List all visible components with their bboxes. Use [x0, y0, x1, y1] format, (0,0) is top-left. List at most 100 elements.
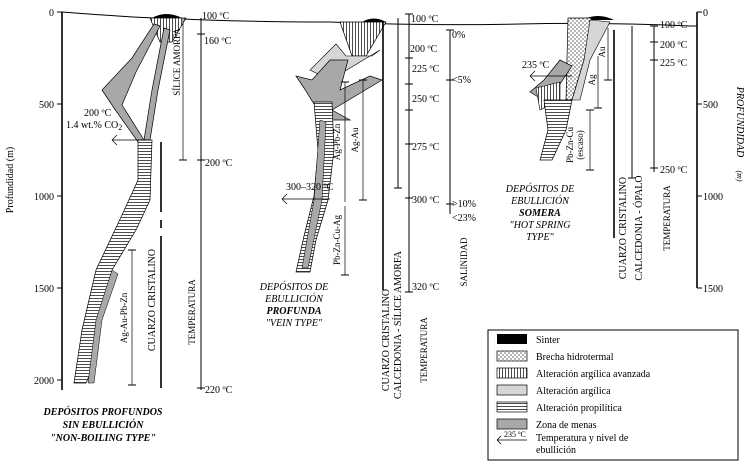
section-a-title: DEPÓSITOS PROFUNDOS SIN EBULLICIÓN "NON-…	[42, 406, 162, 444]
svg-text:Sinter: Sinter	[536, 335, 561, 346]
section-c-temp-axis-label: TEMPERATURA	[662, 185, 672, 251]
section-a-temp-axis-label: TEMPERATURA	[187, 279, 197, 345]
legend-item-argillic: Alteración argílica	[496, 384, 611, 397]
legend-item-breccia: Brecha hidrotermal	[496, 350, 614, 363]
right-tick-500: 500	[703, 100, 718, 111]
section-b-temp-225: 225 ºC	[412, 64, 440, 75]
section-a-silica-range: SÍLICE AMORFA	[172, 18, 187, 161]
legend-item-propylitic: Alteración propilítica	[496, 401, 622, 414]
section-b-quartz-label: CUARZO CRISTALINO	[381, 289, 392, 391]
right-axis-label: PROFUNDIDAD	[734, 86, 745, 158]
section-a-boil-temp: 200 ºC	[84, 108, 112, 119]
section-b-ore-fingers	[295, 59, 383, 121]
section-a-title-line-2: SIN EBULLICIÓN	[63, 419, 145, 431]
section-a-temp-220: 220 ºC	[205, 385, 233, 396]
section-c-boiling-indicator: 235 ºC	[522, 60, 572, 82]
section-b-title-line-2: EBULLICIÓN	[264, 293, 324, 305]
section-c-temp-250: 250 ºC	[660, 165, 688, 176]
right-tick-1500: 1500	[703, 284, 723, 295]
section-a-quartz-label: CUARZO CRISTALINO	[147, 249, 158, 351]
section-b-temperature-axis: 100 ºC 200 ºC 225 ºC 250 ºC 275 ºC 300 º…	[405, 13, 440, 383]
section-b-salinity-axis: 0% <5% >10% <23% SALINIDAD	[446, 29, 476, 287]
section-c-title-line-4: "HOT SPRING	[510, 220, 571, 231]
section-c-temp-100: 100 ºC	[660, 20, 688, 31]
section-a-boiling-indicator: 200 ºC 1.4 wt.% CO2	[66, 108, 150, 146]
section-b-salinity-10: >10%	[452, 199, 476, 210]
left-depth-axis: 0 500 1000 1500 2000 Profundidad (m)	[5, 8, 63, 390]
left-tick-2000: 2000	[34, 376, 54, 387]
section-a-ore-range: Ag-Au-Pb-Zn	[119, 249, 136, 386]
section-c-title-line-1: DEPÓSITOS DE	[505, 183, 574, 195]
section-a-title-line-1: DEPÓSITOS PROFUNDOS	[42, 406, 162, 418]
svg-text:Zona de menas: Zona de menas	[536, 420, 597, 431]
section-a-quartz-line: CUARZO CRISTALINO	[147, 142, 162, 388]
section-c-argillic	[571, 19, 611, 101]
right-depth-axis: 0 500 1000 1500 PROFUNDIDAD (m)	[696, 8, 745, 295]
section-c-title-line-5: TYPE"	[526, 232, 554, 243]
section-c-boil-temp: 235 ºC	[522, 60, 550, 71]
left-tick-1500: 1500	[34, 284, 54, 295]
section-b-chalcedony-label: CALCEDONIA - SÍLICE AMORFA	[392, 250, 404, 399]
legend: Sinter Brecha hidrotermal Alteración arg…	[487, 329, 739, 461]
section-a-title-line-3: "NON-BOILING TYPE"	[50, 433, 156, 444]
section-b-temp-axis-label: TEMPERATURA	[419, 317, 429, 383]
section-b-salinity-23: <23%	[452, 213, 476, 224]
svg-text:Brecha hidrotermal: Brecha hidrotermal	[536, 352, 614, 363]
section-b-salinity-0: 0%	[452, 30, 465, 41]
section-c-temp-200: 200 ºC	[660, 40, 688, 51]
section-a-temp-100: 100 ºC	[202, 11, 230, 22]
section-a-silica-label: SÍLICE AMORFA	[172, 28, 182, 96]
section-b-boil-temp: 300–320 ºC	[286, 182, 334, 193]
left-tick-0: 0	[49, 8, 54, 19]
right-axis-unit: (m)	[735, 170, 744, 181]
section-a-temp-160: 160 ºC	[204, 36, 232, 47]
right-tick-0: 0	[703, 8, 708, 19]
section-b-title-line-4: "VEIN TYPE"	[266, 318, 323, 329]
section-b-ore-2: Ag-Au	[350, 127, 360, 152]
legend-item-sinter: Sinter	[497, 334, 561, 346]
section-b-temp-100: 100 ºC	[411, 14, 439, 25]
section-b-ore-3: Pb-Zn-Cu-Ag	[332, 215, 342, 265]
section-b-salinity-label: SALINIDAD	[459, 237, 469, 286]
section-c-temp-225: 225 ºC	[660, 58, 688, 69]
section-b-temp-320: 320 ºC	[412, 282, 440, 293]
section-c-quartz-label: CUARZO CRISTALINO	[618, 177, 629, 279]
svg-text:ebullición: ebullición	[536, 445, 576, 456]
svg-text:Alteración argílica: Alteración argílica	[536, 386, 611, 397]
section-c-ore-2: Ag	[587, 74, 597, 85]
section-c-title-line-2: EBULLICIÓN	[510, 195, 570, 207]
section-b-salinity-5: <5%	[452, 75, 471, 86]
section-b-title-line-1: DEPÓSITOS DE	[259, 281, 328, 293]
legend-item-advanced-argillic: Alteración argílica avanzada	[496, 367, 651, 380]
section-b-ore-1: Ag-Pb-Zn	[332, 123, 342, 160]
section-c-ore-3: Pb-Zn-Cu	[565, 127, 575, 164]
section-c-shallow-boiling: 235 ºC Au Ag Pb-Zn-Cu (escaso) CUARZO CR…	[505, 16, 688, 281]
section-b-temp-200: 200 ºC	[410, 44, 438, 55]
svg-text:Temperatura y nivel de: Temperatura y nivel de	[536, 433, 629, 444]
left-tick-500: 500	[39, 100, 54, 111]
section-c-ore-ranges: Au Ag Pb-Zn-Cu (escaso)	[565, 28, 612, 171]
legend-item-ore-zone: Zona de menas	[496, 418, 597, 431]
section-a-temperature-axis: 100 ºC 160 ºC 200 ºC 220 ºC TEMPERATURA	[187, 11, 233, 396]
section-c-temperature-axis: 100 ºC 200 ºC 225 ºC 250 ºC TEMPERATURA	[650, 20, 688, 251]
section-b-boiling-indicator: 300–320 ºC	[281, 182, 334, 205]
svg-text:235 ºC: 235 ºC	[504, 430, 526, 439]
section-b-temp-300: 300 ºC	[412, 195, 440, 206]
right-tick-1000: 1000	[703, 192, 723, 203]
section-c-mineral-lines: CUARZO CRISTALINO CALCEDONIA - ÓPALO	[613, 26, 645, 281]
left-tick-1000: 1000	[34, 192, 54, 203]
left-axis-label: Profundidad (m)	[5, 147, 16, 213]
section-a-deep-ore-zone	[87, 269, 119, 384]
section-b-temp-275: 275 ºC	[412, 142, 440, 153]
section-c-ore-3-sub: (escaso)	[575, 130, 585, 159]
legend-item-boiling-level: 235 ºC Temperatura y nivel de ebullición	[496, 430, 629, 456]
section-a-co2-label: 1.4 wt.% CO2	[66, 120, 122, 132]
section-a-propylitic-vein	[73, 139, 153, 384]
section-c-chalcedony-label: CALCEDONIA - ÓPALO	[633, 175, 645, 280]
section-a-sinter	[152, 14, 182, 18]
section-c-ore-1: Au	[597, 46, 607, 57]
section-b-title-line-3: PROFUNDA	[266, 306, 321, 317]
section-c-title-line-3: SOMERA	[519, 208, 561, 219]
section-c-title: DEPÓSITOS DE EBULLICIÓN SOMERA "HOT SPRI…	[505, 183, 574, 243]
